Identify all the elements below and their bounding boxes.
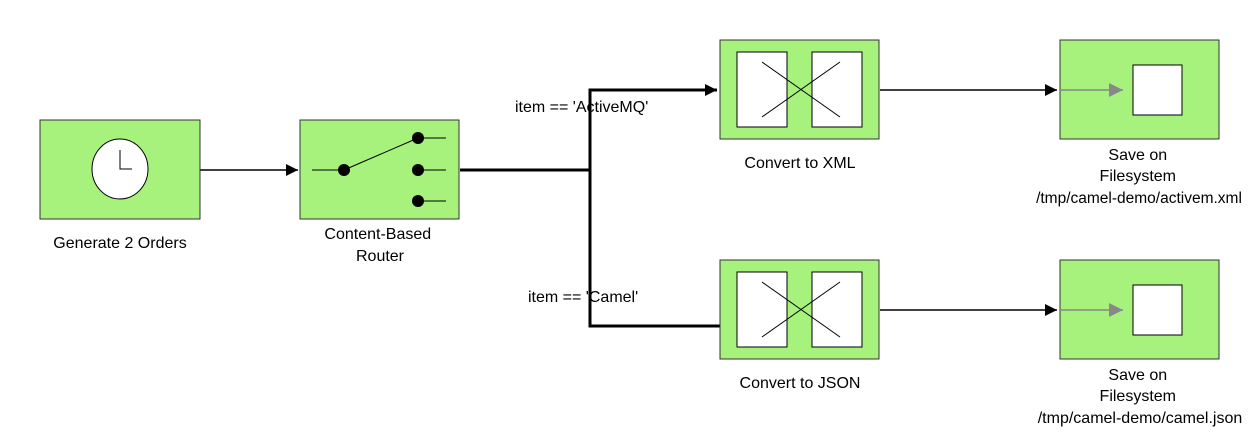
node-content-based-router[interactable]: Content-Based Router <box>299 119 460 265</box>
file-endpoint-icon <box>1060 64 1183 116</box>
label-line: Filesystem <box>1100 168 1176 185</box>
label-line: Filesystem <box>1100 388 1176 405</box>
label-line: Save on <box>1108 147 1167 164</box>
label-line: Convert to XML <box>744 155 855 172</box>
label-line: Generate 2 Orders <box>53 235 186 252</box>
node-label-router: Content-Based Router <box>324 226 435 265</box>
translator-icon <box>736 271 863 348</box>
clock-icon <box>91 138 149 200</box>
node-save-filesystem-xml[interactable]: Save on Filesystem /tmp/camel-demo/activ… <box>1036 39 1242 207</box>
label-line: Save on <box>1108 367 1167 384</box>
label-line: Router <box>356 248 405 265</box>
node-label-save-xml: Save on Filesystem /tmp/camel-demo/activ… <box>1036 147 1242 207</box>
edge-branch-activemq <box>588 84 717 170</box>
label-line: Content-Based <box>324 226 431 243</box>
node-label-save-json: Save on Filesystem /tmp/camel-demo/camel… <box>1038 367 1243 427</box>
node-generate-orders[interactable]: Generate 2 Orders <box>39 119 201 252</box>
label-line: /tmp/camel-demo/camel.json <box>1038 410 1243 427</box>
label-line: /tmp/camel-demo/activem.xml <box>1036 190 1242 207</box>
node-label-convert-json: Convert to JSON <box>740 375 861 392</box>
edge-branch-camel <box>588 170 746 332</box>
translator-icon <box>736 51 863 128</box>
edges: item == 'ActiveMQ' item == 'Camel' <box>200 84 1057 332</box>
node-convert-to-xml[interactable]: Convert to XML <box>719 39 880 172</box>
edge-label-activemq: item == 'ActiveMQ' <box>515 99 648 116</box>
node-label-convert-xml: Convert to XML <box>744 155 855 172</box>
node-convert-to-json[interactable]: Convert to JSON <box>719 259 880 392</box>
file-endpoint-icon <box>1060 284 1183 336</box>
node-save-filesystem-json[interactable]: Save on Filesystem /tmp/camel-demo/camel… <box>1038 259 1243 427</box>
label-line: Convert to JSON <box>740 375 861 392</box>
node-label-generate-orders: Generate 2 Orders <box>53 235 186 252</box>
edge-label-camel: item == 'Camel' <box>528 289 638 306</box>
switch-icon <box>312 132 446 207</box>
